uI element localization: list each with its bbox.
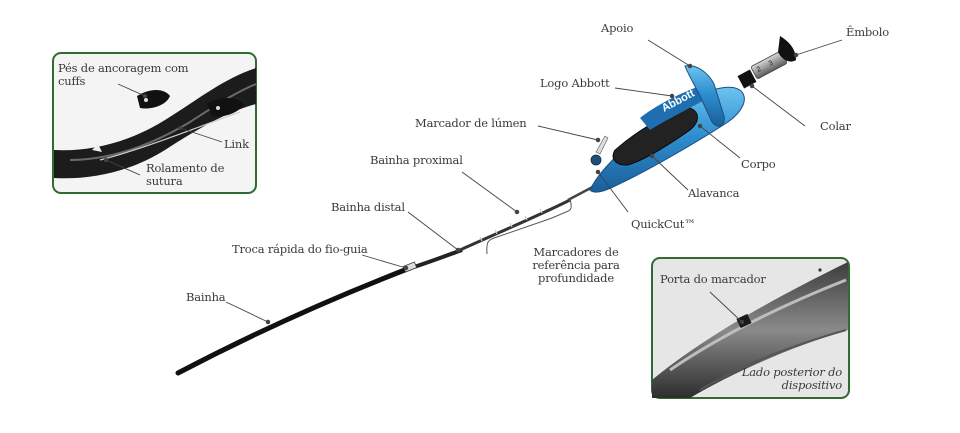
- label-logo-abbott: Logo Abbott: [540, 76, 610, 90]
- label-pes-ancoragem: Pés de ancoragem com cuffs: [58, 61, 189, 88]
- label-quickcut: QuickCut™: [631, 217, 696, 231]
- leader-lines: [225, 39, 843, 325]
- plunger-number-3: 3: [768, 60, 775, 68]
- label-embolo: Êmbolo: [846, 25, 889, 39]
- collar: [737, 69, 757, 89]
- label-corpo: Corpo: [741, 157, 776, 171]
- label-bainha-proximal: Bainha proximal: [370, 153, 463, 167]
- label-alavanca: Alavanca: [688, 186, 740, 200]
- label-bainha: Bainha: [186, 290, 226, 304]
- label-link: Link: [224, 137, 249, 151]
- label-rolamento-sutura: Rolamento de sutura: [146, 161, 225, 188]
- label-apoio: Apoio: [601, 21, 634, 35]
- label-troca-rapida: Troca rápida do fio-guia: [232, 242, 368, 256]
- depth-bracket: [486, 197, 572, 255]
- label-marcadores-referencia: Marcadores de referência para profundida…: [532, 245, 620, 285]
- plunger: 2 3: [751, 36, 796, 79]
- support-wing: [684, 65, 725, 127]
- inset-anchoring: [52, 52, 257, 194]
- label-lado-posterior: Lado posterior do dispositivo: [741, 365, 842, 392]
- label-marcador-lumen: Marcador de lúmen: [415, 116, 527, 130]
- label-bainha-distal: Bainha distal: [331, 200, 405, 214]
- handle-body: [589, 86, 745, 193]
- label-colar: Colar: [820, 119, 851, 133]
- body-number: 1: [620, 129, 629, 139]
- inset-marker-port: [651, 257, 850, 399]
- plunger-number-2: 2: [756, 66, 763, 74]
- label-porta-marcador: Porta do marcador: [660, 272, 766, 286]
